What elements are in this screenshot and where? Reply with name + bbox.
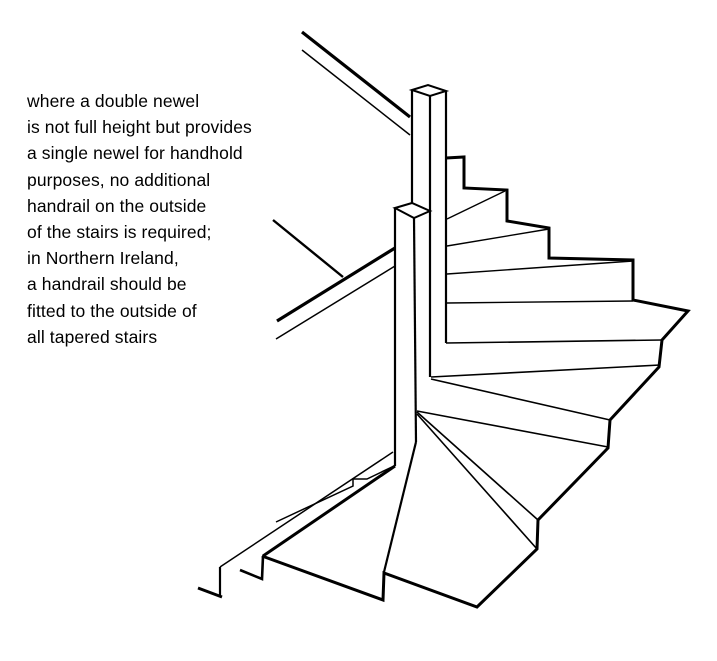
winder-riser-bands <box>416 339 663 550</box>
annotation-text: where a double newel is not full height … <box>27 91 252 347</box>
tall-newel-post <box>408 83 450 377</box>
bottom-steps-and-floor <box>197 451 396 599</box>
short-newel-post <box>392 201 433 466</box>
short-newel-top-face <box>392 201 433 220</box>
tall-newel-top-face <box>408 83 450 98</box>
upper-handrail <box>301 30 411 136</box>
bottom-winder-left-edge <box>382 441 418 573</box>
upper-tread-lines <box>446 190 634 304</box>
stair-silhouette <box>261 155 691 609</box>
annotation-leader-line <box>272 219 344 278</box>
lower-handrail <box>275 246 396 340</box>
